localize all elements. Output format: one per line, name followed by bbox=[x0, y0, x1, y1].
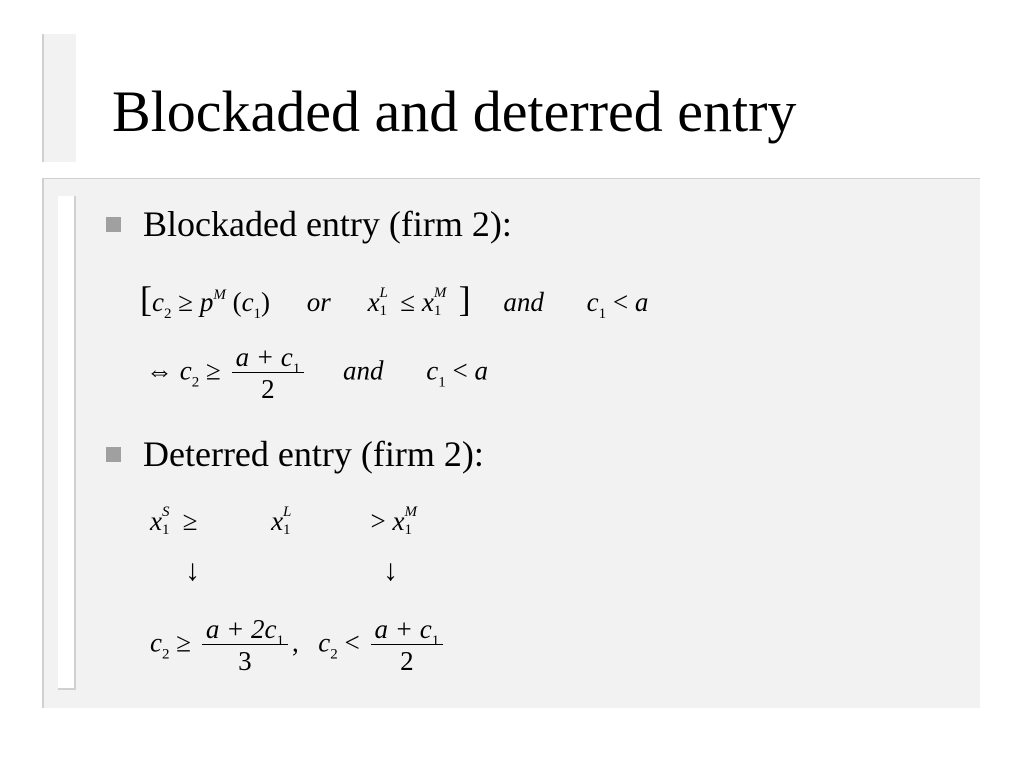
bullet-blockaded-entry: Blockaded entry (firm 2): bbox=[106, 204, 512, 244]
slide-title: Blockaded and deterred entry bbox=[112, 79, 797, 144]
formula-blockaded-equivalent: ⇔ c2 ≥ a + c1 2 and c1 < a bbox=[146, 342, 488, 405]
fraction-a-plus-c1-over-2: a + c1 2 bbox=[231, 342, 305, 405]
fraction-a-plus-c1-over-2: a + c1 2 bbox=[370, 614, 444, 677]
bullet-deterred-entry: Deterred entry (firm 2): bbox=[106, 434, 484, 474]
bullet-square-icon bbox=[106, 217, 121, 233]
content-panel bbox=[42, 178, 980, 708]
content-accent-rule bbox=[58, 196, 76, 690]
title-accent-bar bbox=[42, 34, 76, 162]
fraction-a-plus-2c1-over-3: a + 2c1 3 bbox=[201, 614, 289, 677]
down-arrow-icon: ↓ bbox=[383, 554, 398, 587]
formula-deterred-conditions: c2 ≥ a + 2c1 3 , c2 < a + c1 2 bbox=[150, 614, 447, 677]
bullet-label: Blockaded entry (firm 2): bbox=[143, 204, 512, 244]
down-arrow-icon: ↓ bbox=[185, 554, 200, 587]
bullet-label: Deterred entry (firm 2): bbox=[143, 434, 484, 474]
bullet-square-icon bbox=[106, 447, 121, 463]
